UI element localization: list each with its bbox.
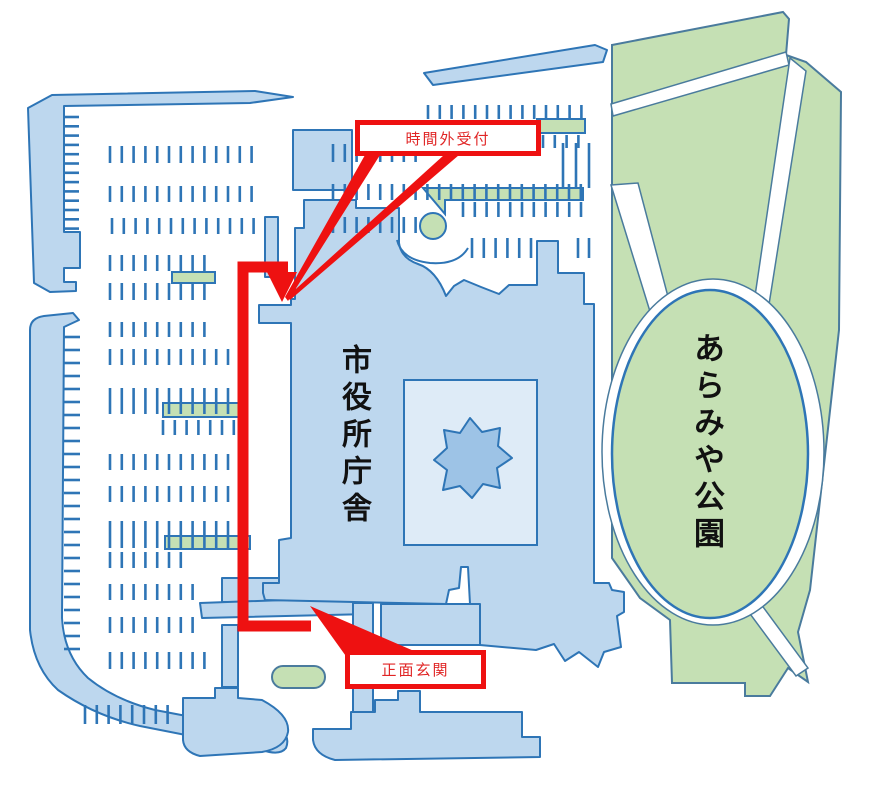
route-line — [237, 261, 311, 632]
city-hall — [258, 199, 625, 668]
block-vertical — [221, 624, 239, 688]
route — [237, 155, 459, 659]
park-ellipse — [610, 288, 810, 620]
porch-block — [380, 603, 481, 646]
green-strip — [536, 118, 586, 134]
after-hours-callout: 時間外受付 — [355, 120, 541, 156]
aramiya-park — [601, 10, 843, 697]
green-strip-wedge — [420, 187, 584, 217]
green-pill — [271, 665, 326, 689]
roundabout-island — [419, 212, 447, 240]
bottom-left-road — [182, 687, 290, 757]
after-hours-pointer-leg — [287, 155, 459, 300]
green-strip — [164, 535, 251, 550]
roads — [27, 44, 608, 761]
route-arrowhead — [267, 272, 297, 302]
bottom-right-road — [312, 690, 541, 761]
top-left-road — [27, 90, 294, 293]
park-label: あらみや公園 — [688, 332, 724, 554]
city-hall-label: 市役所庁舎 — [336, 344, 371, 529]
main-entrance-callout: 正面玄関 — [345, 650, 486, 689]
courtyard-monument — [433, 417, 513, 499]
block-square — [292, 129, 353, 191]
green-strip — [171, 271, 216, 284]
main-entrance-pointer — [310, 606, 414, 659]
after-hours-pointer-leg — [285, 155, 380, 301]
parking-ticks — [64, 105, 591, 724]
roundabout-curb — [396, 239, 469, 265]
main-entrance-label: 正面玄関 — [381, 661, 450, 679]
lower-left-road — [29, 312, 289, 754]
top-wedge-road — [423, 44, 608, 86]
after-hours-label: 時間外受付 — [405, 129, 491, 148]
